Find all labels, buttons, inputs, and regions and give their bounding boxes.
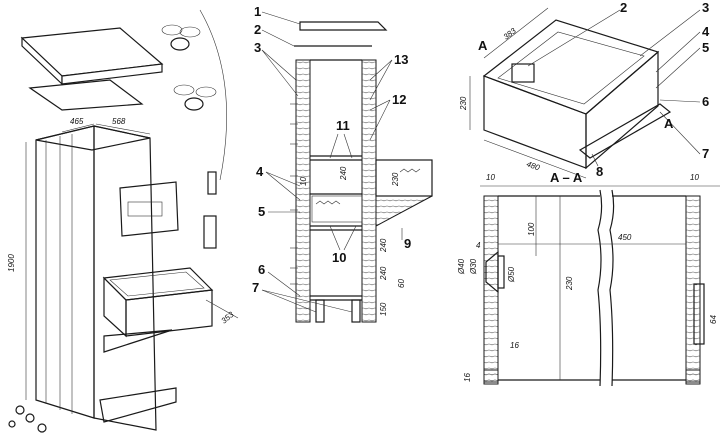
callout-12: 12 xyxy=(392,92,406,107)
callout-1: 1 xyxy=(254,4,261,19)
feeder-jar-icon xyxy=(207,171,217,195)
section-right-wall xyxy=(361,59,377,323)
dim-60: 60 xyxy=(397,279,406,288)
drawer-box-top xyxy=(102,267,214,301)
callout-6: 6 xyxy=(258,262,265,277)
frame-panel xyxy=(119,181,179,237)
box-dim-width: 480 xyxy=(525,159,541,172)
bee-icon xyxy=(173,84,217,111)
aa-dim-100: 100 xyxy=(527,222,536,236)
landing-board xyxy=(99,387,177,423)
aa-dim-bottom: 16 xyxy=(463,373,472,382)
aa-dim-slot-right: 64 xyxy=(709,315,718,324)
section-left-panel xyxy=(483,195,499,383)
extended-box xyxy=(375,159,433,197)
entrance-block xyxy=(511,63,535,83)
box-callout-4: 4 xyxy=(702,24,710,39)
box-callout-3: 3 xyxy=(702,0,709,15)
dim-line-width xyxy=(61,123,95,133)
section-mark-a-right: A xyxy=(664,116,674,131)
aa-dim-slot: 4 xyxy=(476,241,481,250)
callout-9: 9 xyxy=(404,236,411,251)
flower-icon xyxy=(8,405,47,433)
box-callout-2: 2 xyxy=(620,0,627,15)
aa-dim-d50: Ø50 xyxy=(507,266,516,283)
section-right-panel xyxy=(685,195,701,383)
aa-dim-side: 16 xyxy=(510,341,519,350)
section-title: A – A xyxy=(550,170,583,185)
callout-5: 5 xyxy=(258,204,265,219)
section-left-wall xyxy=(295,59,311,323)
hive-perspective: 465 568 1900 353 xyxy=(7,9,239,433)
aa-dim-450: 450 xyxy=(618,233,632,242)
box-callout-6: 6 xyxy=(702,94,709,109)
box-front xyxy=(483,75,587,169)
box-dim-depth: 383 xyxy=(502,26,518,42)
dim-240-b: 240 xyxy=(379,238,388,253)
callout-10: 10 xyxy=(332,250,346,265)
dim-240-a: 240 xyxy=(339,166,348,181)
callout-13: 13 xyxy=(394,52,408,67)
box-callout-7: 7 xyxy=(702,146,709,161)
dim-height: 1900 xyxy=(7,254,16,272)
callout-7: 7 xyxy=(252,280,259,295)
aa-dim-230: 230 xyxy=(565,276,574,291)
box-perspective: 2 3 4 5 6 7 8 A A 383 230 480 xyxy=(459,0,710,179)
callout-4: 4 xyxy=(256,164,264,179)
hive-section-view: 1 2 3 4 5 6 7 11 12 13 10 9 10 240 230 2 xyxy=(252,4,433,323)
aa-dim-d40: Ø40 xyxy=(457,258,466,275)
dim-width: 465 xyxy=(70,117,84,126)
dim-box-depth: 353 xyxy=(220,310,236,326)
section-a-a: A – A 450 230 100 10 10 4 Ø40 Ø30 Ø50 16… xyxy=(457,170,720,387)
feeder-jar-icon xyxy=(203,215,217,249)
aa-dim-right-top: 10 xyxy=(690,173,699,182)
box-side xyxy=(585,50,659,170)
box-dim-height: 230 xyxy=(459,96,468,111)
box-callout-8: 8 xyxy=(596,164,603,179)
callout-2: 2 xyxy=(254,22,261,37)
aa-dim-d30: Ø30 xyxy=(469,258,478,275)
callout-11: 11 xyxy=(336,118,350,133)
bee-icon xyxy=(161,24,201,51)
dim-depth: 568 xyxy=(112,117,126,126)
dim-230: 230 xyxy=(391,172,400,187)
dim-10: 10 xyxy=(299,177,308,186)
aa-dim-top: 10 xyxy=(486,173,495,182)
box-callout-5: 5 xyxy=(702,40,709,55)
dim-150: 150 xyxy=(379,302,388,316)
callout-3: 3 xyxy=(254,40,261,55)
inner-cover xyxy=(28,79,144,111)
section-mark-a-top: A xyxy=(478,38,488,53)
hive-body-front xyxy=(35,125,95,419)
dim-240-c: 240 xyxy=(379,266,388,281)
